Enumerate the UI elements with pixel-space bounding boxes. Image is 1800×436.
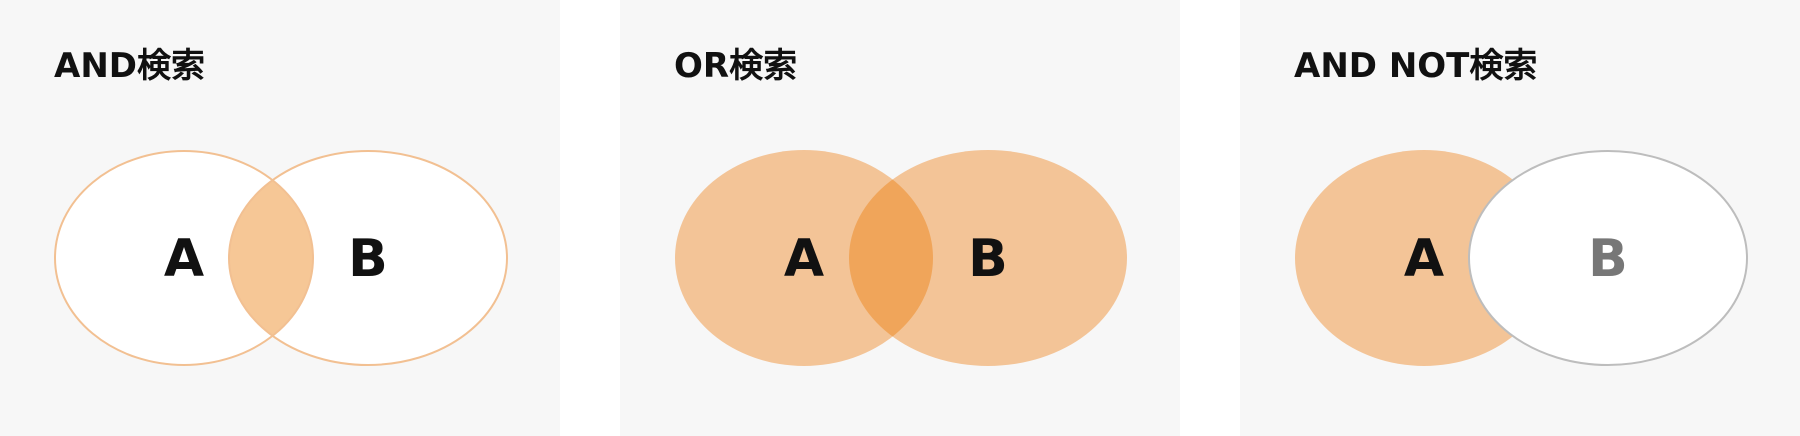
set-b-label: B (968, 229, 1008, 289)
set-a-label: A (1404, 229, 1444, 289)
panel-title: OR検索 (674, 46, 798, 86)
set-b-outline (228, 150, 508, 366)
set-b-label: B (348, 229, 388, 289)
set-a-label: A (784, 229, 824, 289)
panel-or-search: OR検索 A B (620, 0, 1180, 436)
set-a-label: A (164, 229, 204, 289)
set-a-outline (54, 150, 314, 366)
venn-diagram-and: A B (54, 150, 508, 366)
panel-and-search: AND検索 A B (0, 0, 560, 436)
set-b-label: B (1588, 229, 1628, 289)
panel-title: AND NOT検索 (1294, 46, 1538, 86)
venn-diagram-or: A B (675, 150, 1127, 366)
panel-title: AND検索 (54, 46, 205, 86)
set-b-circle-excluded (1468, 150, 1748, 366)
venn-diagram-and-not: A B (1295, 150, 1748, 366)
set-b-circle (229, 151, 507, 365)
panel-and-not-search: AND NOT検索 A B (1240, 0, 1800, 436)
set-b-circle (849, 150, 1127, 366)
